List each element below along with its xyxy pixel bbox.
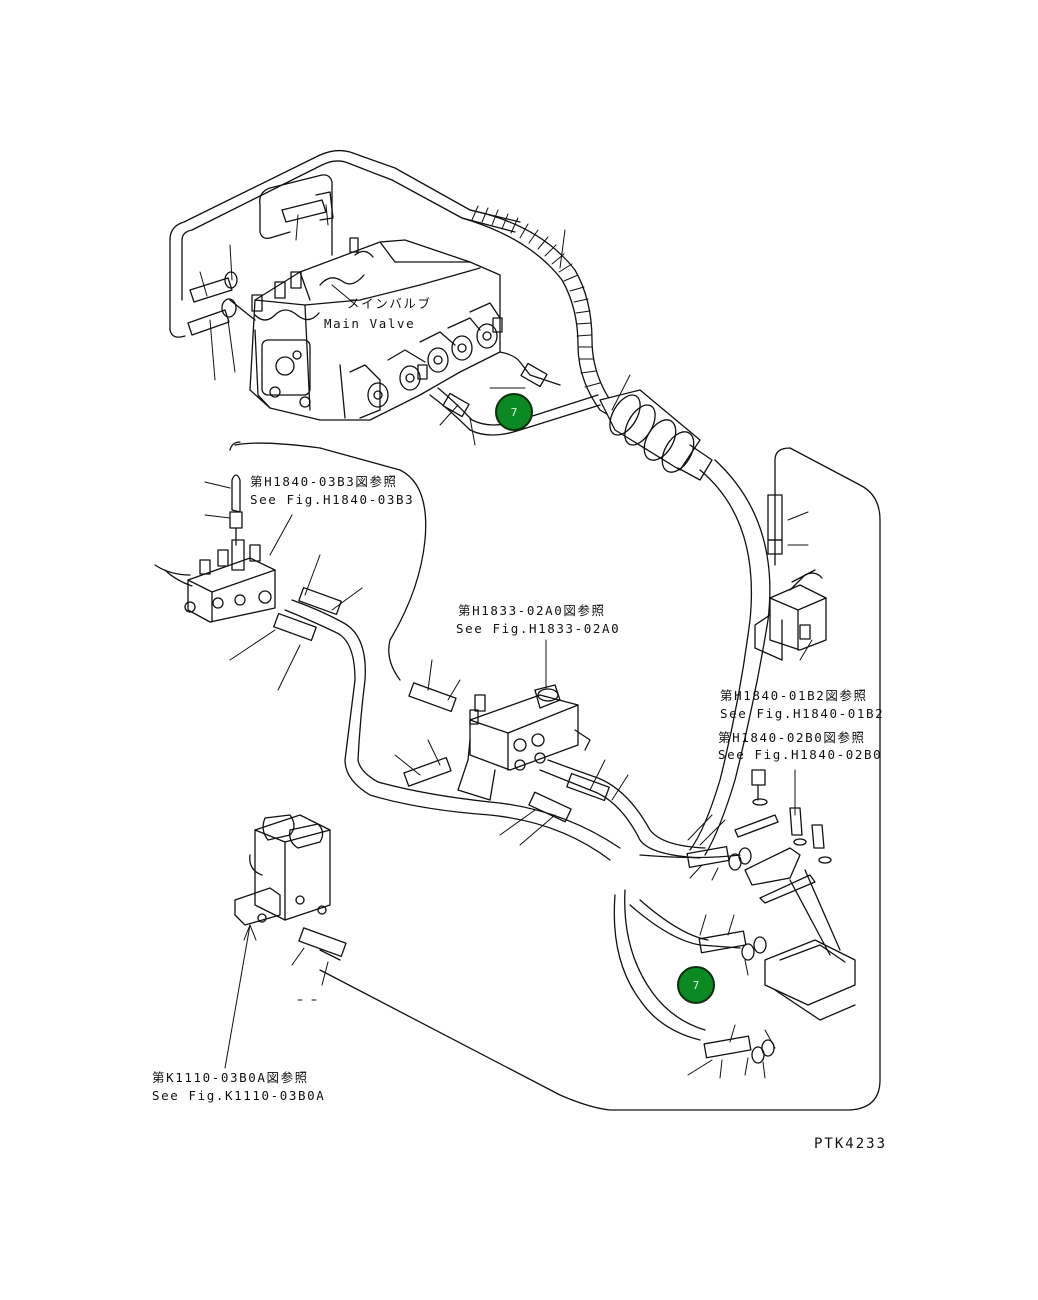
center-valve-block	[457, 684, 591, 801]
center-hoses	[403, 682, 706, 859]
solenoid-block-left	[154, 474, 276, 623]
main-valve-label-en: Main Valve	[324, 316, 416, 331]
ref-h1840-03b3-jp: 第H1840-03B3図参照	[250, 474, 398, 489]
ref-h1840-02b0-en: See Fig.H1840-02B0	[718, 747, 883, 762]
ref-k1110-03b0a-en: See Fig.K1110-03B0A	[152, 1088, 326, 1103]
main-valve-fittings	[251, 237, 503, 380]
bracket-hardware	[734, 769, 856, 1021]
ref-h1840-03b3-en: See Fig.H1840-03B3	[250, 492, 415, 507]
top-left-fittings	[187, 191, 334, 336]
ref-h1833-02a0-jp: 第H1833-02A0図参照	[458, 603, 606, 618]
main-valve-body	[249, 239, 501, 421]
drawing-code: PTK4233	[814, 1136, 888, 1152]
control-pedal-unit	[234, 814, 347, 961]
right-pipe-loop	[319, 447, 881, 1111]
lower-right-hoses	[613, 845, 775, 1064]
lower-left-leader-lines	[224, 924, 329, 1069]
top-pipe-loop	[169, 149, 521, 338]
left-leader-lines	[204, 481, 363, 691]
ref-h1833-02a0-en: See Fig.H1833-02A0	[456, 621, 621, 636]
callout-7-bottom[interactable]: 7	[677, 966, 715, 1004]
right-leader-lines	[787, 511, 813, 816]
callout-7-top[interactable]: 7	[495, 393, 533, 431]
main-valve-hoses	[429, 351, 771, 856]
spiral-wrapped-hose	[461, 205, 713, 481]
ref-h1840-02b0-jp: 第H1840-02B0図参照	[718, 730, 866, 745]
center-leader-lines	[394, 639, 629, 846]
ref-h1840-01b2-en: See Fig.H1840-01B2	[720, 706, 885, 721]
ref-k1110-03b0a-jp: 第K1110-03B0A図参照	[152, 1070, 309, 1085]
lower-right-leader-lines	[687, 814, 776, 1079]
top-leader-lines	[199, 204, 631, 446]
left-loop-pipe	[229, 441, 621, 861]
main-valve-label-jp: メインバルブ	[347, 296, 432, 311]
ref-h1840-01b2-jp: 第H1840-01B2図参照	[720, 688, 868, 703]
right-solenoid-block	[754, 569, 827, 661]
